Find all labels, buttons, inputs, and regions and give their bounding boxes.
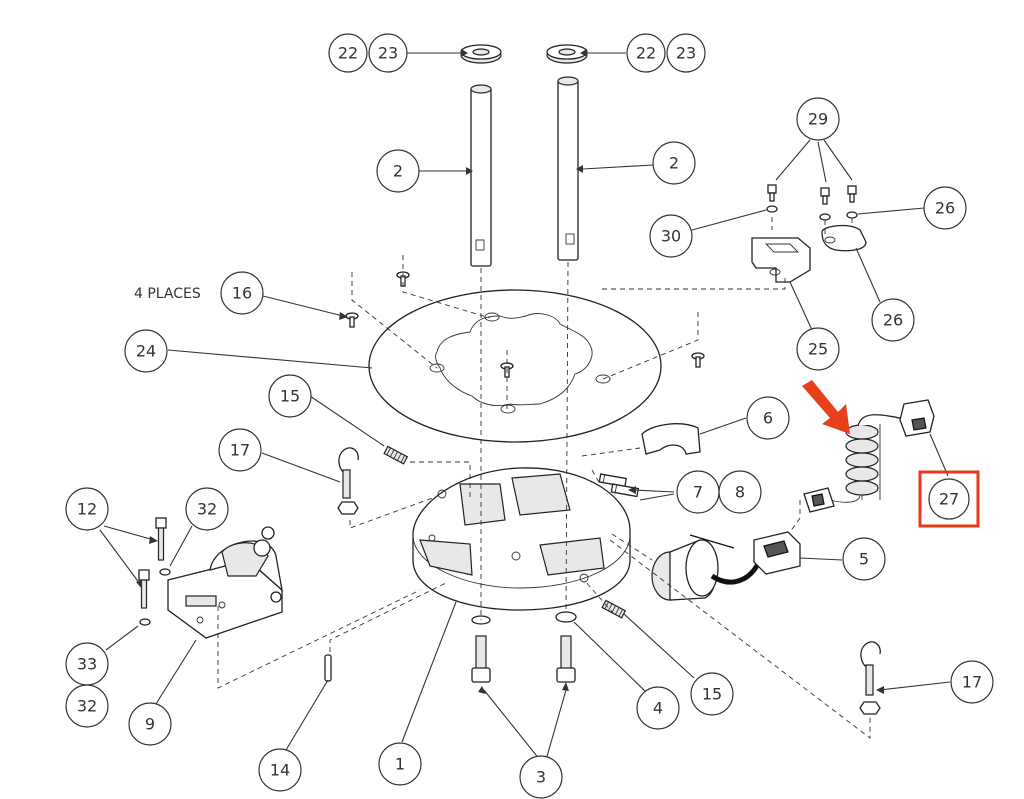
highlight-box-27 <box>918 470 980 528</box>
bracket-25 <box>751 237 811 283</box>
eye-bolt-17-left <box>337 447 359 515</box>
screw-12-set <box>138 517 167 609</box>
svg-text:1: 1 <box>395 755 405 774</box>
subassembly-9 <box>167 526 283 639</box>
svg-text:16: 16 <box>232 284 252 303</box>
bolt-3-right <box>555 611 577 683</box>
callout-32-bottom: 32 <box>65 684 109 728</box>
callout-16: 16 <box>220 271 264 315</box>
washer-22-23-left <box>460 44 502 64</box>
callout-9: 9 <box>128 702 172 746</box>
plate-24 <box>368 289 662 443</box>
svg-text:17: 17 <box>962 673 982 692</box>
svg-text:32: 32 <box>77 697 97 716</box>
callout-32-top: 32 <box>185 487 229 531</box>
callout-26-top: 26 <box>923 186 967 230</box>
svg-text:29: 29 <box>808 110 828 129</box>
callout-15-top: 15 <box>268 374 312 418</box>
callout-5: 5 <box>842 537 886 581</box>
svg-text:22: 22 <box>636 44 656 63</box>
callout-23-right: 23 <box>666 33 706 73</box>
set-screw-15-bottom <box>601 599 627 619</box>
callout-25: 25 <box>796 327 840 371</box>
callout-3: 3 <box>519 755 563 799</box>
washer-22-23-right <box>546 44 588 64</box>
callout-4: 4 <box>636 686 680 730</box>
assembly-hidden-lines <box>217 217 871 739</box>
svg-text:22: 22 <box>338 44 358 63</box>
base-1 <box>412 467 631 611</box>
callout-2-right: 2 <box>652 141 696 185</box>
svg-text:26: 26 <box>883 311 903 330</box>
svg-text:24: 24 <box>136 342 156 361</box>
svg-text:3: 3 <box>536 768 546 787</box>
washer-32-33-set <box>139 568 171 626</box>
svg-text:2: 2 <box>393 162 403 181</box>
callout-17-right: 17 <box>950 660 994 704</box>
note-4-places: 4 PLACES <box>134 286 201 302</box>
callout-7: 7 <box>676 470 720 514</box>
svg-text:2: 2 <box>669 154 679 173</box>
callout-33: 33 <box>65 642 109 686</box>
svg-text:23: 23 <box>378 44 398 63</box>
callout-8: 8 <box>718 470 762 514</box>
callout-22-left: 22 <box>328 33 368 73</box>
screw-29-set <box>766 184 858 221</box>
svg-text:15: 15 <box>702 685 722 704</box>
svg-text:14: 14 <box>270 761 290 780</box>
callout-2-left: 2 <box>376 149 420 193</box>
svg-text:23: 23 <box>676 44 696 63</box>
svg-text:33: 33 <box>77 655 97 674</box>
callout-26-bottom: 26 <box>871 298 915 342</box>
callout-6: 6 <box>746 396 790 440</box>
eye-bolt-17-right <box>859 641 881 715</box>
callout-17-left: 17 <box>218 428 262 472</box>
callout-30: 30 <box>649 214 693 258</box>
screw-7-8-set <box>598 473 640 498</box>
svg-text:25: 25 <box>808 340 828 359</box>
callout-14: 14 <box>258 748 302 792</box>
svg-text:9: 9 <box>145 715 155 734</box>
pin-14 <box>324 654 332 682</box>
svg-text:26: 26 <box>935 199 955 218</box>
svg-text:32: 32 <box>197 500 217 519</box>
cable-27 <box>803 399 935 513</box>
svg-text:12: 12 <box>77 500 97 519</box>
connector-5 <box>753 531 801 575</box>
callout-24: 24 <box>124 329 168 373</box>
bolt-3-left <box>471 615 491 683</box>
svg-text:5: 5 <box>859 550 869 569</box>
shaft-2-left <box>470 84 492 267</box>
set-screw-15-top <box>383 445 409 465</box>
pointer-arrow <box>802 380 850 434</box>
callout-23-left: 23 <box>368 33 408 73</box>
shaft-2-right <box>557 76 579 261</box>
callout-22-right: 22 <box>626 33 666 73</box>
callout-1: 1 <box>378 742 422 786</box>
svg-text:27: 27 <box>939 490 959 509</box>
callout-27: 27 <box>928 478 970 520</box>
svg-text:7: 7 <box>693 483 703 502</box>
svg-text:6: 6 <box>763 409 773 428</box>
bracket-26 <box>821 224 867 252</box>
svg-text:8: 8 <box>735 483 745 502</box>
callout-12: 12 <box>65 487 109 531</box>
callout-29: 29 <box>796 97 840 141</box>
leader-lines <box>99 49 951 761</box>
svg-text:17: 17 <box>230 441 250 460</box>
svg-text:15: 15 <box>280 387 300 406</box>
svg-text:4: 4 <box>653 699 663 718</box>
callout-15-bottom: 15 <box>690 672 734 716</box>
motor-5 <box>651 534 763 601</box>
clamp-6 <box>641 423 701 455</box>
svg-text:30: 30 <box>661 227 681 246</box>
